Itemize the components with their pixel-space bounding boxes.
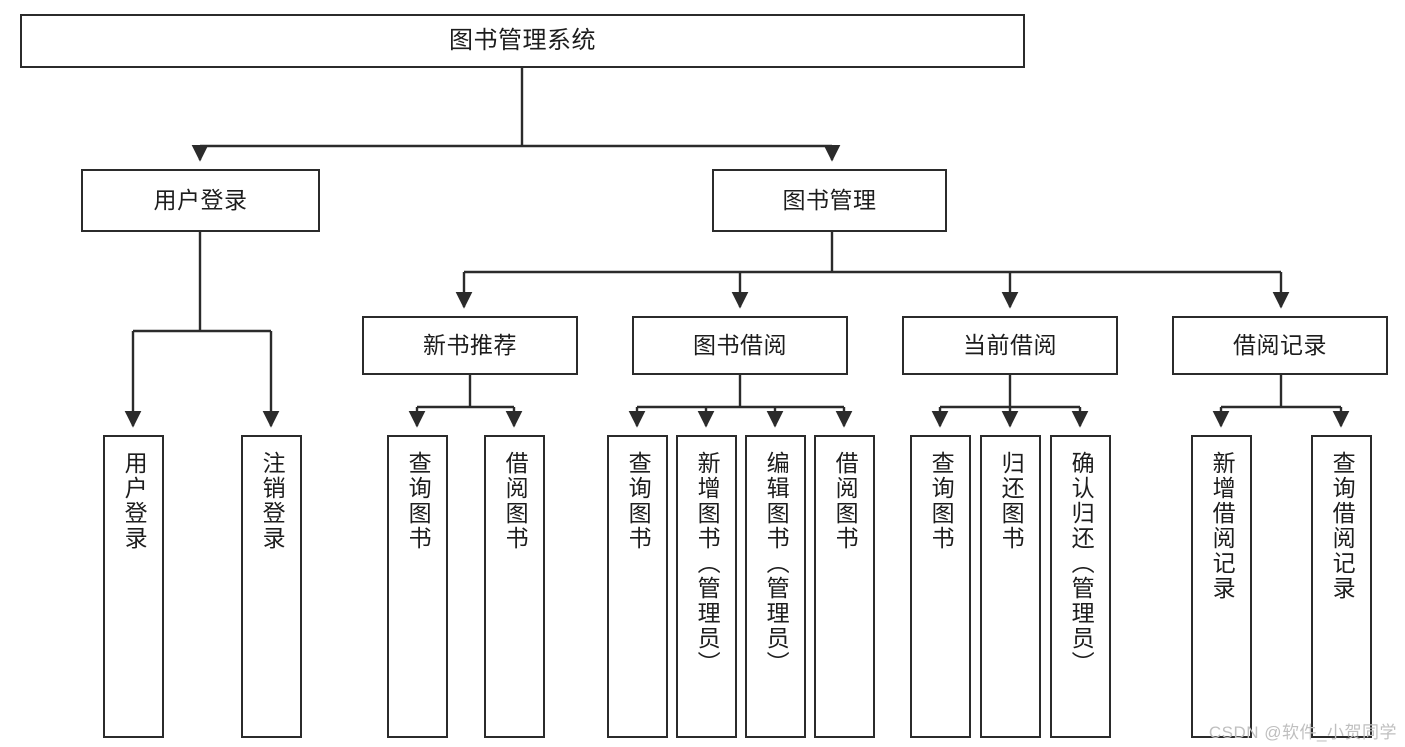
node-root-system[interactable]: 图书管理系统	[20, 14, 1025, 68]
node-label: 查询图书	[405, 451, 432, 551]
leaf-borrow-books[interactable]: 借阅图书	[814, 435, 875, 738]
node-new-book-recommendation[interactable]: 新书推荐	[362, 316, 578, 375]
leaf-query-books-borrowing[interactable]: 查询图书	[607, 435, 668, 738]
node-label: 当前借阅	[963, 332, 1057, 359]
leaf-user-login[interactable]: 用户登录	[103, 435, 164, 738]
node-label: 借阅图书	[832, 451, 859, 551]
node-label: 用户登录	[153, 187, 248, 214]
node-user-login[interactable]: 用户登录	[81, 169, 320, 232]
leaf-query-borrow-record[interactable]: 查询借阅记录	[1311, 435, 1372, 738]
node-borrow-records[interactable]: 借阅记录	[1172, 316, 1388, 375]
node-label: 查询借阅记录	[1329, 451, 1356, 601]
node-label: 新书推荐	[423, 332, 517, 359]
node-label: 注销登录	[259, 451, 286, 551]
node-label: 图书管理	[782, 187, 877, 214]
node-label: 编辑图书（管理员）	[763, 451, 790, 676]
node-label: 查询图书	[928, 451, 955, 551]
node-book-borrowing[interactable]: 图书借阅	[632, 316, 848, 375]
node-label: 确认归还（管理员）	[1068, 451, 1095, 676]
leaf-query-books-current[interactable]: 查询图书	[910, 435, 971, 738]
node-label: 新增图书（管理员）	[694, 451, 721, 676]
node-label: 借阅记录	[1233, 332, 1327, 359]
leaf-confirm-return-admin[interactable]: 确认归还（管理员）	[1050, 435, 1111, 738]
leaf-borrow-books-recommendation[interactable]: 借阅图书	[484, 435, 545, 738]
leaf-query-books-recommendation[interactable]: 查询图书	[387, 435, 448, 738]
node-label: 查询图书	[625, 451, 652, 551]
node-book-management[interactable]: 图书管理	[712, 169, 947, 232]
node-label: 图书借阅	[693, 332, 787, 359]
node-label: 图书管理系统	[449, 27, 596, 54]
node-label: 归还图书	[998, 451, 1025, 551]
node-current-borrowing[interactable]: 当前借阅	[902, 316, 1118, 375]
leaf-return-books[interactable]: 归还图书	[980, 435, 1041, 738]
node-label: 借阅图书	[502, 451, 529, 551]
leaf-edit-book-admin[interactable]: 编辑图书（管理员）	[745, 435, 806, 738]
node-label: 用户登录	[121, 451, 148, 551]
leaf-add-borrow-record[interactable]: 新增借阅记录	[1191, 435, 1252, 738]
leaf-logout[interactable]: 注销登录	[241, 435, 302, 738]
leaf-add-book-admin[interactable]: 新增图书（管理员）	[676, 435, 737, 738]
node-label: 新增借阅记录	[1209, 451, 1236, 601]
csdn-watermark: CSDN @软件_小贺同学	[1208, 723, 1397, 742]
